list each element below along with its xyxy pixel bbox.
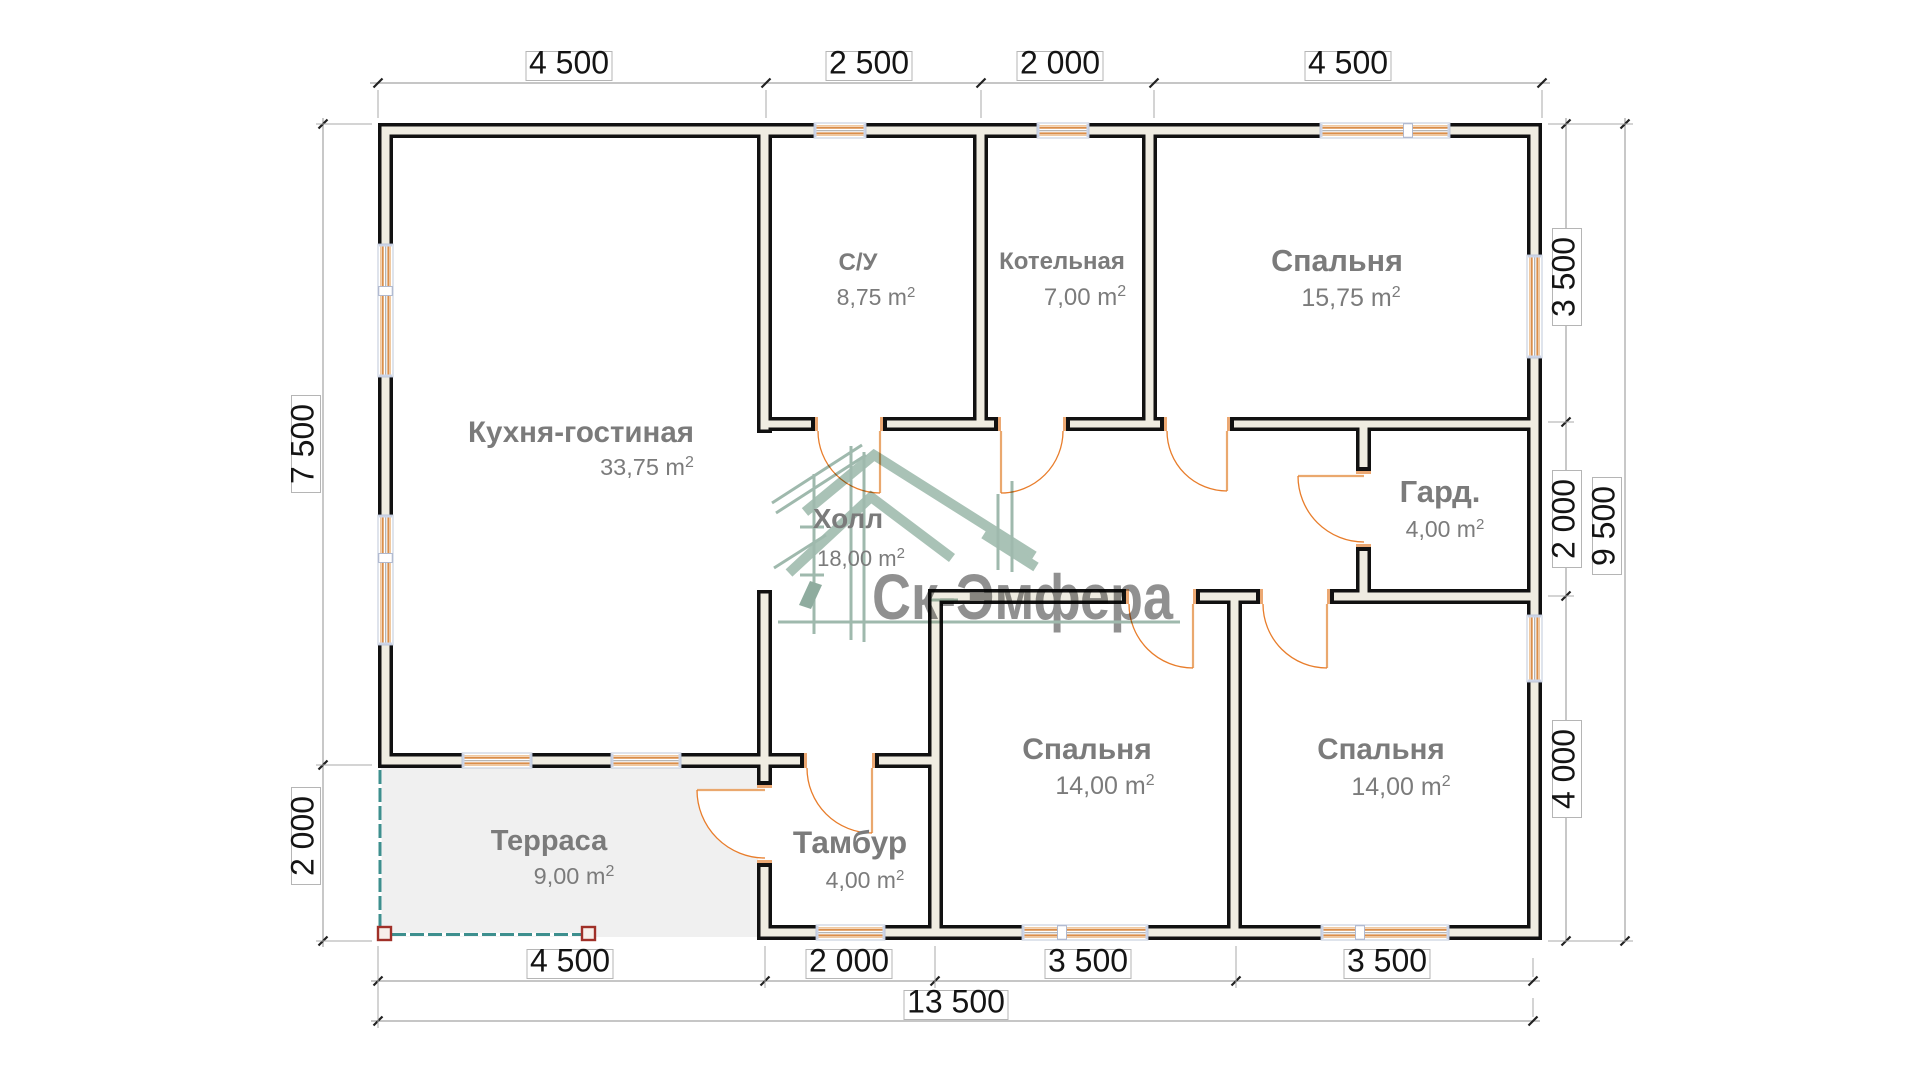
svg-text:7,00 m2: 7,00 m2 xyxy=(1044,283,1126,311)
svg-text:Кухня-гостиная: Кухня-гостиная xyxy=(468,416,694,449)
svg-text:Терраса: Терраса xyxy=(491,825,608,857)
svg-text:4,00 m2: 4,00 m2 xyxy=(826,867,905,893)
svg-text:Спальня: Спальня xyxy=(1317,733,1444,766)
svg-text:Спальня: Спальня xyxy=(1022,733,1152,766)
svg-text:Спальня: Спальня xyxy=(1271,244,1403,278)
svg-text:Гард.: Гард. xyxy=(1400,474,1481,509)
svg-text:4 500: 4 500 xyxy=(529,45,609,81)
svg-text:С/У: С/У xyxy=(839,249,879,276)
svg-text:9 500: 9 500 xyxy=(1586,486,1622,566)
svg-text:4 500: 4 500 xyxy=(530,943,610,979)
svg-text:2 500: 2 500 xyxy=(829,45,909,81)
svg-text:14,00 m2: 14,00 m2 xyxy=(1055,772,1154,800)
svg-text:2 000: 2 000 xyxy=(1020,45,1100,81)
svg-text:2 000: 2 000 xyxy=(809,943,889,979)
svg-text:15,75 m2: 15,75 m2 xyxy=(1301,284,1400,312)
svg-text:4 500: 4 500 xyxy=(1308,45,1388,81)
svg-text:Холл: Холл xyxy=(813,503,883,534)
svg-text:Тамбур: Тамбур xyxy=(793,824,907,860)
svg-text:7 500: 7 500 xyxy=(285,404,321,484)
svg-text:3 500: 3 500 xyxy=(1048,943,1128,979)
svg-text:4 000: 4 000 xyxy=(1546,729,1582,809)
svg-text:2 000: 2 000 xyxy=(1546,479,1582,559)
svg-text:9,00 m2: 9,00 m2 xyxy=(534,863,615,889)
svg-text:3 500: 3 500 xyxy=(1546,237,1582,317)
svg-text:33,75 m2: 33,75 m2 xyxy=(600,454,694,480)
svg-text:2 000: 2 000 xyxy=(285,796,321,876)
svg-text:3 500: 3 500 xyxy=(1347,943,1427,979)
svg-text:14,00 m2: 14,00 m2 xyxy=(1351,773,1450,801)
svg-text:13 500: 13 500 xyxy=(907,984,1005,1020)
svg-text:18,00 m2: 18,00 m2 xyxy=(817,545,905,571)
svg-text:4,00 m2: 4,00 m2 xyxy=(1406,516,1485,542)
svg-text:Котельная: Котельная xyxy=(999,248,1125,275)
svg-text:8,75 m2: 8,75 m2 xyxy=(837,284,916,310)
